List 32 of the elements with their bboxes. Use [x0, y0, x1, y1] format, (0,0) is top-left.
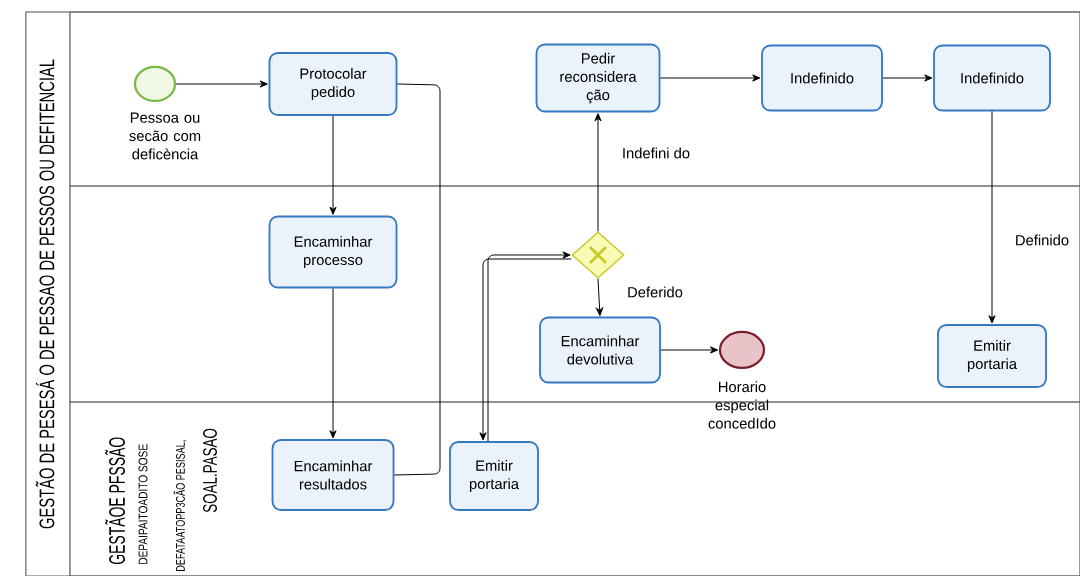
gateway-diamond: [571, 231, 625, 279]
lane-label: DEFATAATOPP3CÃO PESISAL,: [173, 440, 187, 571]
task-box: Pedir reconsidera ção: [535, 43, 661, 113]
arrow: [175, 80, 268, 88]
edge-label: Deferido: [625, 285, 685, 299]
task-box: Indefinido: [761, 44, 883, 112]
task-box: Indefinido: [933, 44, 1051, 112]
pool-title: GESTÃO DE PESESÁ O DE PESSAO DE PESSOS OU DEFITENCIAL: [35, 59, 55, 529]
event-label: Pessoa ou secão com deficència: [129, 112, 201, 160]
task-box: Encaminhar processo: [268, 215, 398, 289]
start-event-circle: [133, 65, 177, 103]
task-box: Protocolar pedido: [268, 52, 398, 116]
arrow: [329, 287, 337, 439]
arrow: [659, 74, 761, 82]
event-label: Horario especial concedIdo: [708, 381, 776, 429]
arrow: [988, 110, 996, 324]
lane-band: [69, 11, 1080, 187]
end-event-circle: [718, 330, 766, 370]
arrow: [660, 346, 719, 354]
edge-label: Definido: [1013, 233, 1071, 247]
task-box: Emitir portaria: [449, 441, 539, 511]
task-box: Encaminhar devolutiva: [539, 316, 661, 384]
arrow: [594, 113, 602, 232]
task-box: Emitir portaria: [937, 324, 1047, 388]
edge-label: Indefini do: [620, 146, 692, 160]
arrow: [882, 74, 933, 82]
task-box: Encaminhar resultados: [271, 439, 395, 511]
arrow: [596, 278, 604, 316]
lane-label: DEPAIPAITOADITO SOSE: [138, 444, 148, 564]
lane-label: SOAL.PASAO: [203, 428, 217, 513]
lane-label: GESTÃOE PFSSÃO: [105, 437, 125, 564]
arrow: [329, 115, 337, 215]
